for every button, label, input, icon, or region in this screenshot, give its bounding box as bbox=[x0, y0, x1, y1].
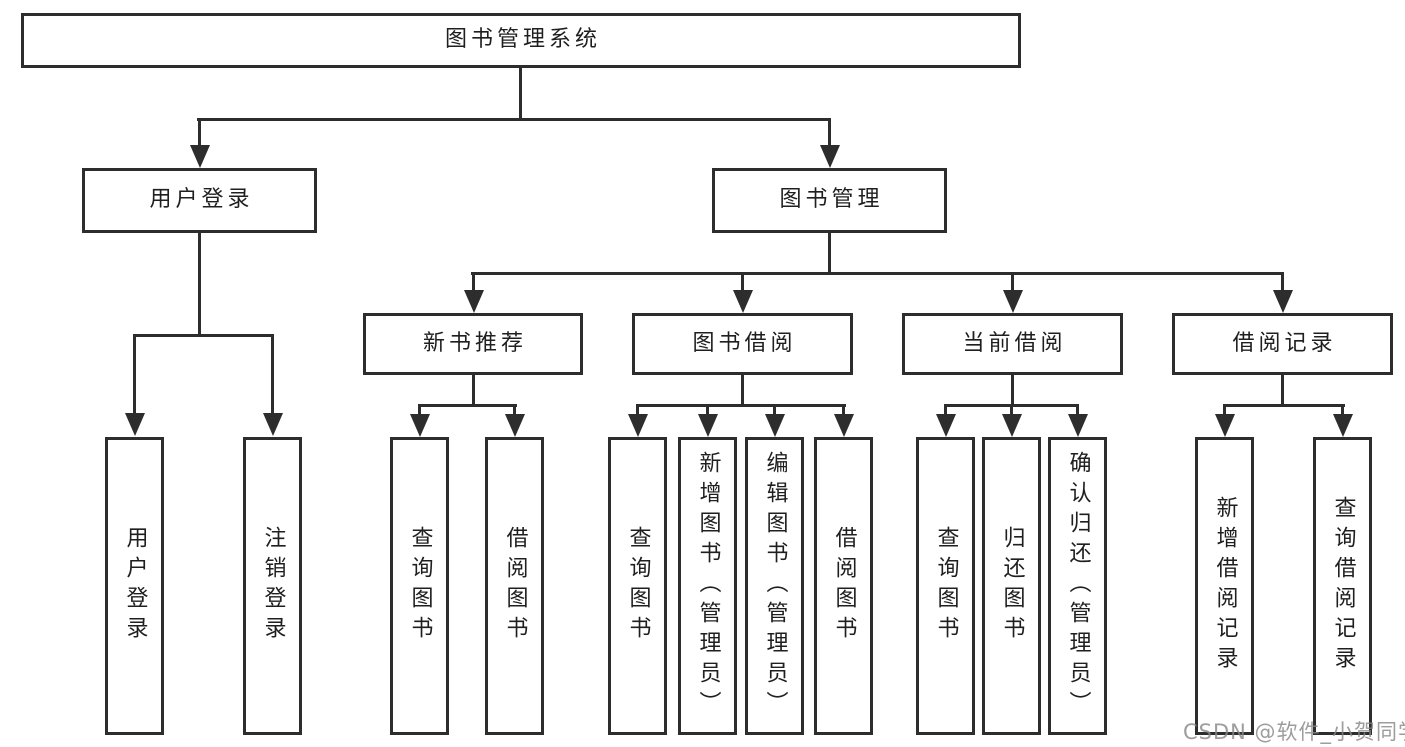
node-label: 查询借阅记录 bbox=[1330, 496, 1356, 676]
leaf-confirm-return-admin: 确认归还（管理员） bbox=[1048, 437, 1107, 735]
connector-borrow-records-branch bbox=[1223, 404, 1345, 407]
arrow-to-leaf-query-books-current bbox=[944, 404, 947, 414]
connector-book-management-branch bbox=[471, 272, 1284, 275]
csdn-watermark: CSDN @软件_小贺同学 bbox=[1183, 720, 1405, 744]
node-label: 新书推荐 bbox=[422, 330, 527, 356]
connector-root-branch bbox=[197, 118, 831, 121]
leaf-user-login: 用户登录 bbox=[105, 437, 164, 735]
node-label: 归还图书 bbox=[999, 526, 1025, 646]
arrow-to-leaf-query-books-borrow bbox=[636, 404, 639, 414]
leaf-query-books-borrow: 查询图书 bbox=[608, 437, 667, 735]
node-current-borrow: 当前借阅 bbox=[902, 313, 1123, 375]
arrow-to-leaf-confirm-return bbox=[1076, 404, 1079, 414]
arrow-to-leaf-query-borrow-record bbox=[1341, 404, 1344, 414]
connector-user-login-stem bbox=[198, 233, 201, 336]
connector-book-borrow-branch bbox=[636, 404, 846, 407]
connector-root-stem bbox=[519, 68, 522, 120]
node-borrow-records: 借阅记录 bbox=[1172, 313, 1393, 375]
leaf-query-books-rec: 查询图书 bbox=[390, 437, 449, 735]
node-book-borrow: 图书借阅 bbox=[632, 313, 853, 375]
node-label: 查询图书 bbox=[933, 526, 959, 646]
arrow-to-book-management bbox=[828, 118, 831, 145]
arrow-to-leaf-borrow-books bbox=[842, 404, 845, 414]
arrow-to-leaf-logout bbox=[271, 334, 274, 413]
leaf-query-borrow-record: 查询借阅记录 bbox=[1313, 437, 1372, 735]
arrow-to-borrow-records bbox=[1281, 272, 1284, 290]
arrow-to-user-login bbox=[198, 118, 201, 145]
node-label: 新增图书（管理员） bbox=[695, 451, 721, 721]
connector-book-borrow-stem bbox=[741, 375, 744, 406]
node-label: 借阅记录 bbox=[1232, 330, 1337, 356]
node-label: 用户登录 bbox=[149, 187, 254, 213]
node-label: 查询图书 bbox=[407, 526, 433, 646]
leaf-add-borrow-record: 新增借阅记录 bbox=[1195, 437, 1254, 735]
connector-user-login-branch bbox=[133, 334, 274, 337]
node-label: 图书借阅 bbox=[692, 330, 797, 356]
node-label: 图书管理 bbox=[779, 187, 884, 213]
arrow-to-leaf-add-books-admin bbox=[706, 404, 709, 414]
arrow-to-new-book-recommend bbox=[472, 272, 475, 290]
node-label: 新增借阅记录 bbox=[1212, 496, 1238, 676]
leaf-borrow-books-rec: 借阅图书 bbox=[485, 437, 544, 735]
arrow-to-book-borrow bbox=[741, 272, 744, 290]
arrow-to-leaf-edit-books-admin bbox=[773, 404, 776, 414]
node-label: 图书管理系统 bbox=[444, 27, 601, 53]
arrow-to-leaf-add-borrow-record bbox=[1223, 404, 1226, 414]
node-label: 当前借阅 bbox=[962, 330, 1067, 356]
arrow-to-current-borrow bbox=[1011, 272, 1014, 290]
node-library-management-system: 图书管理系统 bbox=[21, 13, 1021, 68]
leaf-return-books: 归还图书 bbox=[982, 437, 1041, 735]
leaf-query-books-current: 查询图书 bbox=[916, 437, 975, 735]
node-label: 借阅图书 bbox=[831, 526, 857, 646]
node-label: 用户登录 bbox=[122, 526, 148, 646]
connector-new-book-recommend-stem bbox=[472, 375, 475, 406]
leaf-logout: 注销登录 bbox=[243, 437, 302, 735]
node-label: 借阅图书 bbox=[502, 526, 528, 646]
node-label: 注销登录 bbox=[260, 526, 286, 646]
connector-book-management-stem bbox=[828, 233, 831, 274]
leaf-add-books-admin: 新增图书（管理员） bbox=[678, 437, 737, 735]
node-user-login: 用户登录 bbox=[82, 168, 317, 233]
node-new-book-recommend: 新书推荐 bbox=[363, 313, 583, 375]
connector-new-book-recommend-branch bbox=[418, 404, 517, 407]
node-label: 编辑图书（管理员） bbox=[762, 451, 788, 721]
leaf-edit-books-admin: 编辑图书（管理员） bbox=[745, 437, 804, 735]
connector-borrow-records-stem bbox=[1281, 375, 1284, 406]
node-label: 确认归还（管理员） bbox=[1065, 451, 1091, 721]
leaf-borrow-books: 借阅图书 bbox=[814, 437, 873, 735]
arrow-to-leaf-query-books-rec bbox=[418, 404, 421, 414]
arrow-to-leaf-borrow-books-rec bbox=[513, 404, 516, 414]
node-label: 查询图书 bbox=[625, 526, 651, 646]
arrow-to-leaf-return-books bbox=[1010, 404, 1013, 414]
node-book-management: 图书管理 bbox=[712, 168, 947, 233]
connector-current-borrow-stem bbox=[1011, 375, 1014, 406]
arrow-to-leaf-user-login bbox=[133, 334, 136, 413]
